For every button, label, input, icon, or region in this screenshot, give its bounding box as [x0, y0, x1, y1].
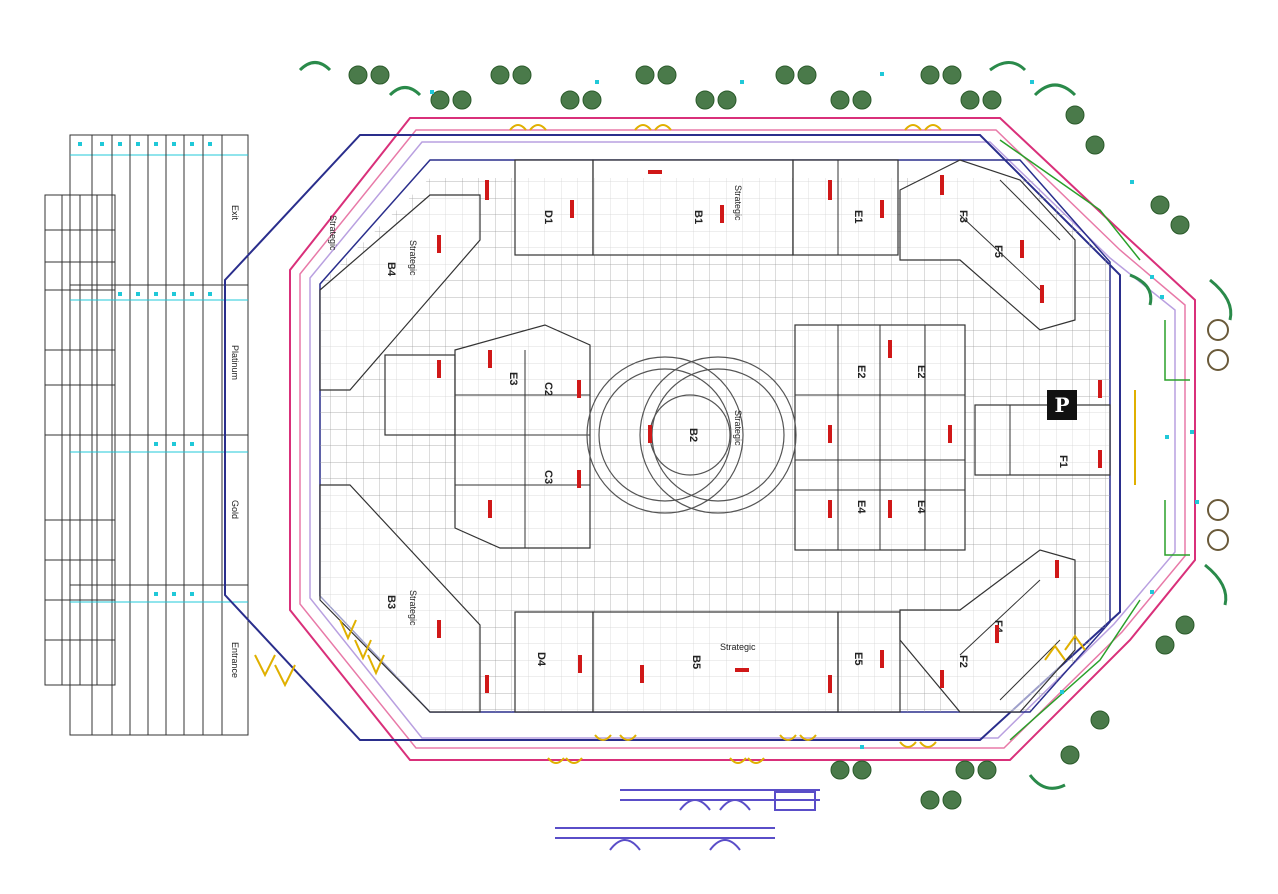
booth-b3: B3 [385, 595, 397, 609]
side-label-gold: Gold [230, 500, 240, 519]
booth-f2: F2 [957, 655, 969, 668]
green-arcs [298, 61, 1233, 790]
green-wall-right [999, 139, 1190, 741]
booth-b1: B1 [692, 210, 704, 224]
legend-table-left [44, 194, 116, 686]
doors [254, 124, 1086, 764]
booth-e4-b: E4 [915, 500, 927, 514]
booth-f5: F5 [992, 245, 1004, 258]
cyan-markers [430, 72, 1199, 749]
booth-d4: D4 [535, 652, 547, 667]
outer-wall-lilac [309, 141, 1176, 739]
tag-strategic-1: Strategic [733, 185, 743, 221]
booth-e1: E1 [852, 210, 864, 223]
booth-f1: F1 [1057, 455, 1069, 468]
booth-labels: D1 B1 E1 F3 F5 B4 B3 E3 C2 C3 B2 E2 E2 E… [385, 210, 1069, 669]
booth-e3: E3 [507, 372, 519, 385]
tag-strategic-3: Strategic [408, 240, 418, 276]
booth-b4: B4 [385, 262, 397, 277]
dimension-marks [437, 170, 1102, 693]
tag-strategic-4: Strategic [408, 590, 418, 626]
booth-b5: B5 [690, 655, 702, 669]
center-rings [586, 356, 797, 514]
booth-e5: E5 [852, 652, 864, 665]
booth-c3: C3 [542, 470, 554, 484]
side-label-exit: Exit [230, 205, 240, 221]
booth-d1: D1 [542, 210, 554, 224]
strategic-tags: Strategic Strategic Strategic Strategic … [328, 185, 756, 652]
plants [348, 65, 1195, 810]
inner-wall-navy [224, 134, 1121, 741]
outer-wall-pink [289, 117, 1196, 761]
booth-e2-a: E2 [855, 365, 867, 378]
round-tables [1207, 319, 1229, 551]
booth-c2: C2 [542, 382, 554, 396]
booth-e4-a: E4 [855, 500, 867, 514]
side-label-platinum: Platinum [230, 345, 240, 380]
entrance-stairs [555, 789, 820, 851]
booth-f3: F3 [957, 210, 969, 223]
booth-b2: B2 [687, 428, 699, 442]
side-label-entrance: Entrance [230, 642, 240, 678]
booth-subdivisions [455, 160, 1061, 701]
logo-badge [1047, 390, 1077, 420]
tag-strategic-2: Strategic [733, 410, 743, 446]
legend-table-main [69, 134, 249, 736]
logo-letter: P [1054, 393, 1069, 417]
tag-strategic-5: Strategic [720, 642, 756, 652]
legend-cyan-marks [78, 142, 212, 596]
booth-e2-b: E2 [915, 365, 927, 378]
outer-wall-pink-inner [299, 129, 1186, 749]
tag-strategic-6: Strategic [328, 215, 338, 251]
